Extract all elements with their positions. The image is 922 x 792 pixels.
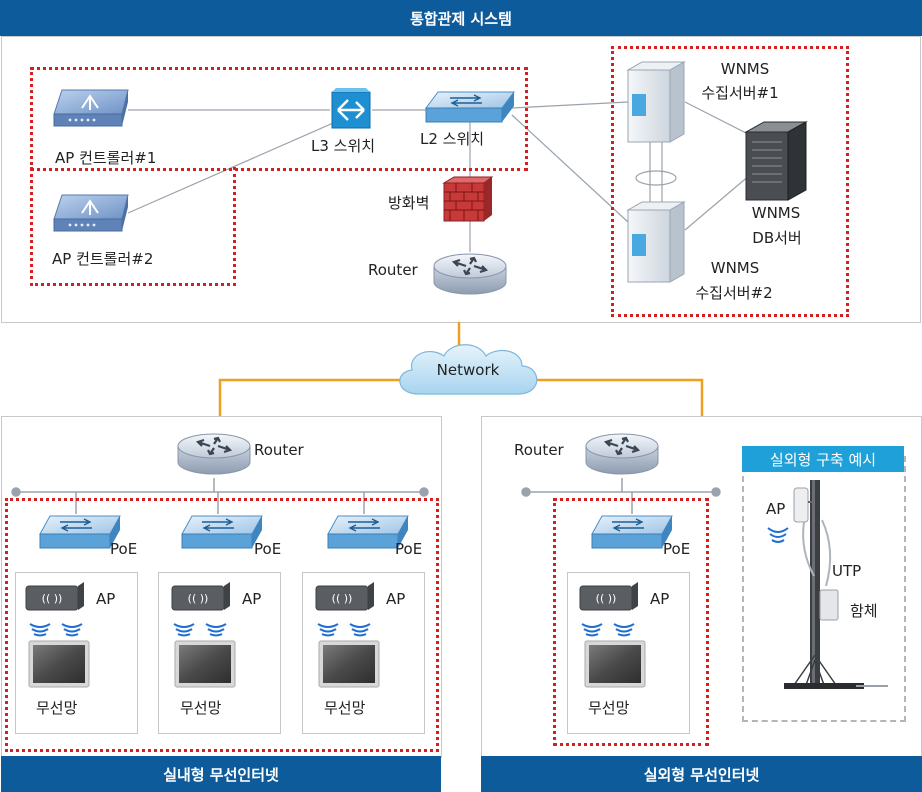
indoor-wireless-label-2: 무선망 — [180, 699, 222, 717]
indoor-ap-2-icon: (( )) — [171, 582, 230, 611]
ap-controller-1-label: AP 컨트롤러#1 — [55, 149, 157, 167]
outdoor-pole-illustration — [784, 480, 888, 689]
indoor-ap-label-1: AP — [96, 590, 116, 608]
wnms-collect-server-2-label-line1: WNMS — [710, 259, 760, 277]
ap-controller-2-icon — [53, 194, 129, 232]
indoor-bus-line — [11, 478, 429, 514]
outdoor-wireless-label: 무선망 — [588, 699, 630, 717]
indoor-wifi-signal-3-icon — [317, 623, 371, 637]
center-router-icon — [433, 253, 507, 295]
ap-controller-2-label: AP 컨트롤러#2 — [52, 250, 154, 268]
l3-switch-icon — [331, 88, 371, 129]
network-cloud-icon — [399, 344, 538, 395]
outdoor-ap-label: AP — [650, 590, 670, 608]
svg-text:(( )): (( )) — [42, 592, 63, 605]
controller-group-box-upper — [30, 67, 528, 171]
indoor-poe-switch-2-icon — [181, 515, 263, 549]
svg-text:(( )): (( )) — [596, 592, 617, 605]
outdoor-device-icon — [584, 640, 646, 688]
indoor-poe-switch-1-icon — [39, 515, 121, 549]
indoor-ap-3-icon: (( )) — [315, 582, 374, 611]
indoor-poe-switch-3-icon — [327, 515, 409, 549]
l2-switch-icon — [425, 91, 515, 123]
indoor-footer-title: 실내형 무선인터넷 — [163, 765, 279, 784]
indoor-device-2-icon — [174, 640, 236, 688]
indoor-poe-label-1: PoE — [110, 540, 138, 558]
indoor-footer-bar: 실내형 무선인터넷 — [1, 756, 441, 792]
wnms-server-group-box — [611, 46, 849, 317]
wnms-db-server-label-line1: WNMS — [751, 204, 801, 222]
wnms-db-server-label-line2: DB서버 — [752, 229, 802, 247]
outdoor-poe-label: PoE — [663, 540, 691, 558]
network-label: Network — [436, 361, 500, 379]
svg-text:(( )): (( )) — [332, 592, 353, 605]
outdoor-wifi-signal-icon — [581, 623, 635, 637]
center-connection-lines — [127, 101, 751, 252]
indoor-ap-group-box — [5, 498, 439, 752]
outdoor-example-utp-label: UTP — [832, 562, 862, 580]
indoor-wifi-signal-1-icon — [29, 623, 83, 637]
indoor-ap-label-3: AP — [386, 590, 406, 608]
wnms-collect-server-1-icon — [626, 61, 686, 143]
indoor-router-icon — [177, 433, 251, 475]
outdoor-example-title-badge: 실외형 구축 예시 — [742, 446, 904, 472]
outdoor-bus-line — [521, 478, 721, 514]
wnms-db-server-icon — [744, 121, 808, 201]
outdoor-ap-group-box — [553, 498, 709, 746]
indoor-wifi-signal-2-icon — [173, 623, 227, 637]
l2-switch-label: L2 스위치 — [420, 130, 485, 148]
outdoor-poe-switch-icon — [591, 515, 673, 549]
indoor-device-1-icon — [28, 640, 90, 688]
outdoor-ap-icon: (( )) — [579, 582, 638, 611]
outdoor-footer-bar: 실외형 무선인터넷 — [481, 756, 922, 792]
outdoor-example-ap-label: AP — [766, 500, 786, 518]
header-title-bar: 통합관제 시스템 — [0, 0, 922, 36]
outdoor-example-wifi-icon — [767, 527, 789, 543]
wnms-collect-server-1-label-line1: WNMS — [720, 60, 770, 78]
firewall-icon — [442, 176, 494, 222]
wnms-collect-server-2-label-line2: 수집서버#2 — [695, 284, 773, 302]
indoor-wireless-label-1: 무선망 — [36, 699, 78, 717]
controller-group-box-lower — [30, 167, 236, 286]
l3-switch-label: L3 스위치 — [311, 137, 376, 155]
indoor-poe-label-2: PoE — [254, 540, 282, 558]
outdoor-example-title: 실외형 구축 예시 — [769, 450, 877, 469]
wnms-collect-server-2-icon — [626, 201, 686, 283]
wnms-collect-server-1-label-line2: 수집서버#1 — [701, 84, 779, 102]
indoor-router-label: Router — [254, 441, 304, 459]
ap-controller-1-icon — [53, 89, 129, 127]
firewall-label: 방화벽 — [388, 194, 430, 212]
outdoor-router-label: Router — [514, 441, 564, 459]
indoor-device-3-icon — [318, 640, 380, 688]
outdoor-footer-title: 실외형 무선인터넷 — [643, 765, 760, 784]
indoor-ap-1-icon: (( )) — [25, 582, 84, 611]
indoor-wireless-label-3: 무선망 — [324, 699, 366, 717]
outdoor-router-icon — [585, 433, 659, 475]
svg-text:(( )): (( )) — [188, 592, 209, 605]
outdoor-example-box-label: 함체 — [850, 602, 878, 620]
indoor-poe-label-3: PoE — [395, 540, 423, 558]
indoor-ap-label-2: AP — [242, 590, 262, 608]
header-title: 통합관제 시스템 — [410, 9, 512, 28]
center-router-label: Router — [368, 261, 418, 279]
